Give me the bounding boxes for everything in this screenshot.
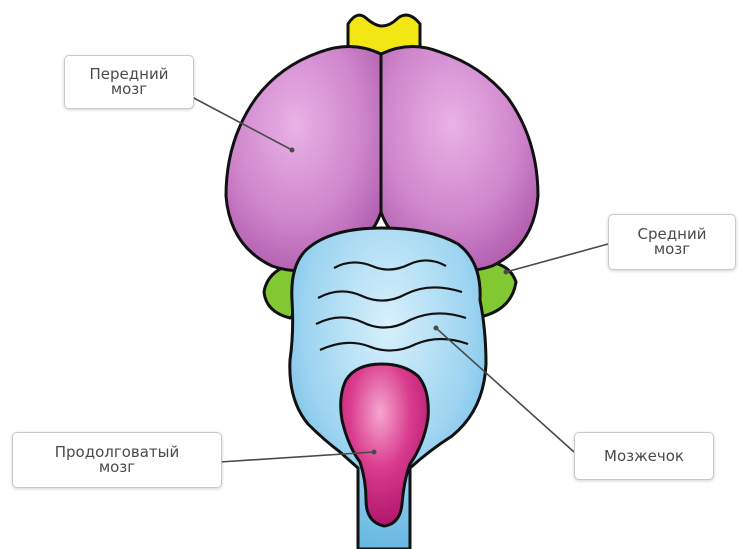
medulla-oblongata [341,364,429,526]
label-medulla-line2: мозг [99,460,135,475]
label-forebrain-line2: мозг [111,82,147,97]
label-medulla: Продолговатый мозг [12,432,222,488]
label-cerebellum: Мозжечок [574,432,714,480]
label-midbrain-line2: мозг [654,242,690,257]
label-midbrain: Средний мозг [608,214,736,270]
label-cerebellum-line1: Мозжечок [604,449,684,464]
label-forebrain: Передний мозг [64,55,194,109]
